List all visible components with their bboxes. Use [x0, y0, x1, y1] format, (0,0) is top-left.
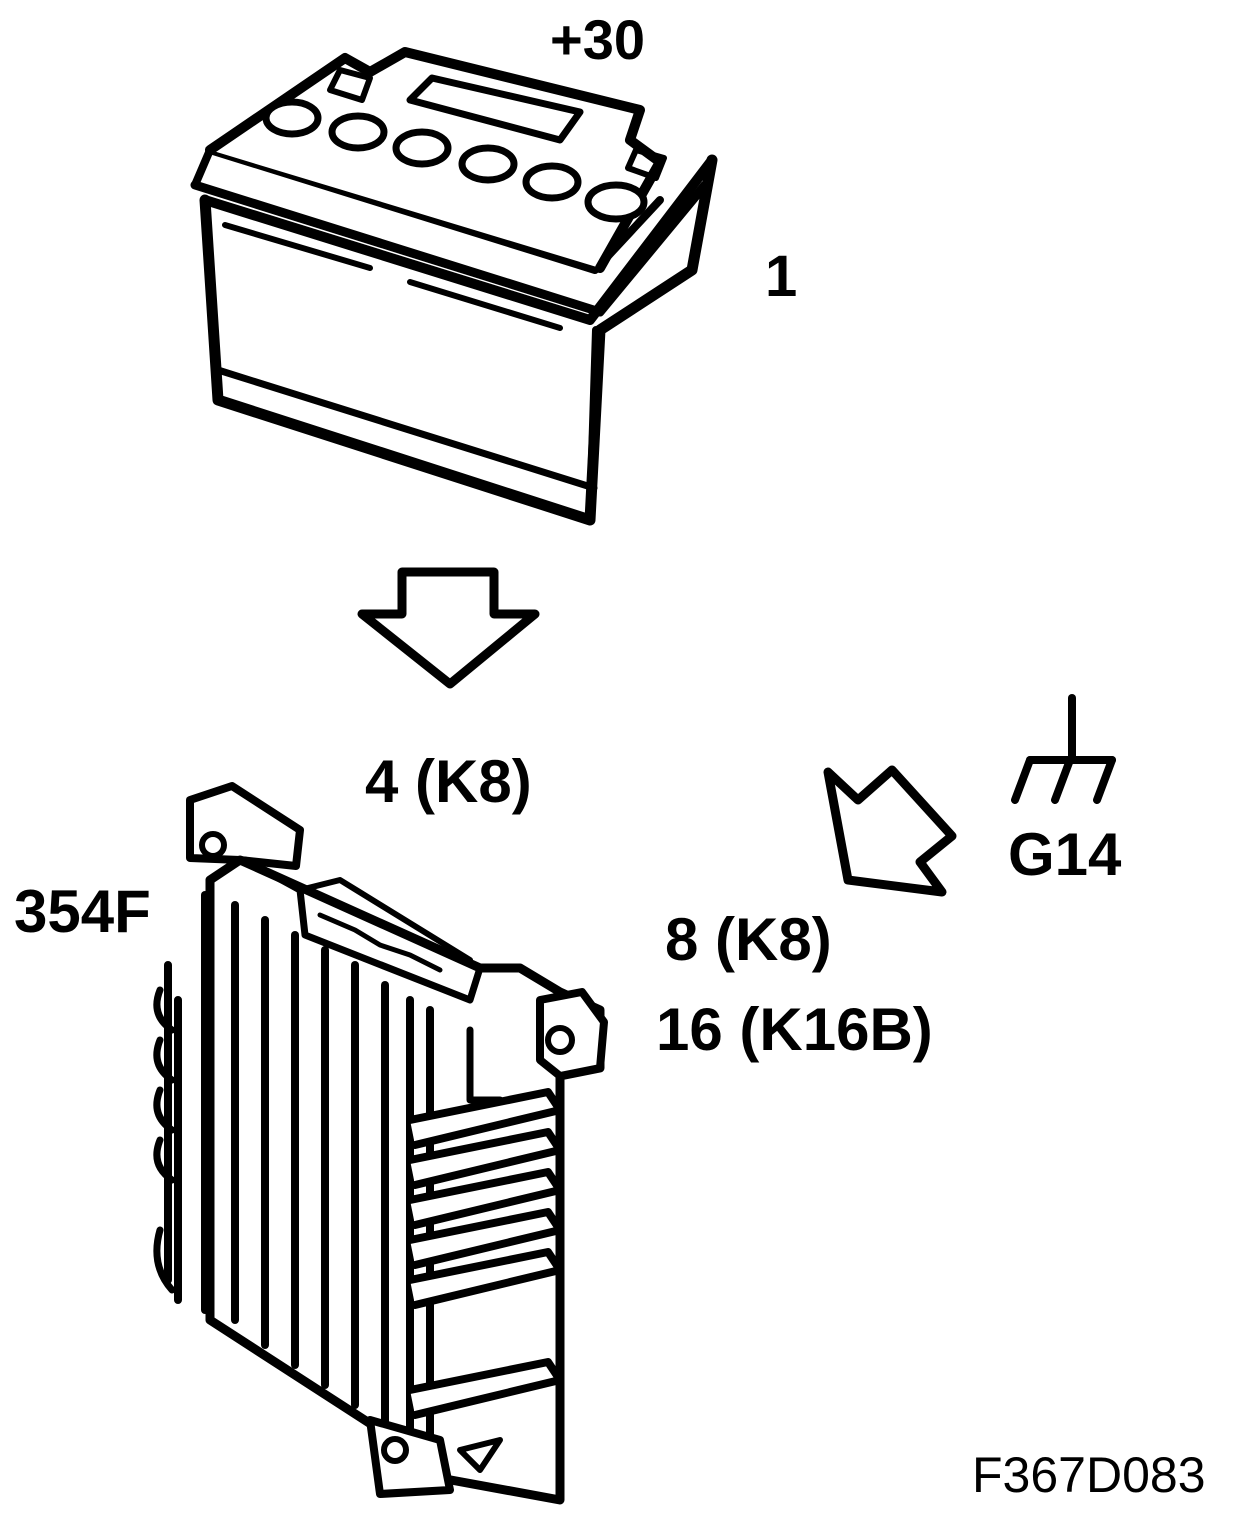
arrow-down-icon — [357, 567, 540, 689]
pin-ground-2-label: 16 (K16B) — [656, 996, 933, 1063]
figure-id-label: F367D083 — [972, 1447, 1206, 1503]
battery-label: 1 — [765, 244, 798, 309]
terminal-label: +30 — [550, 8, 645, 71]
arrow-down-left-icon — [823, 765, 957, 897]
chassis-ground-icon — [1011, 694, 1116, 804]
control-module-icon — [153, 782, 608, 1505]
module-label: 354F — [14, 878, 151, 945]
car-battery-icon — [190, 47, 718, 526]
pin-ground-1-label: 8 (K8) — [665, 906, 832, 973]
pin-power-label: 4 (K8) — [365, 748, 532, 815]
ground-label: G14 — [1008, 821, 1122, 888]
